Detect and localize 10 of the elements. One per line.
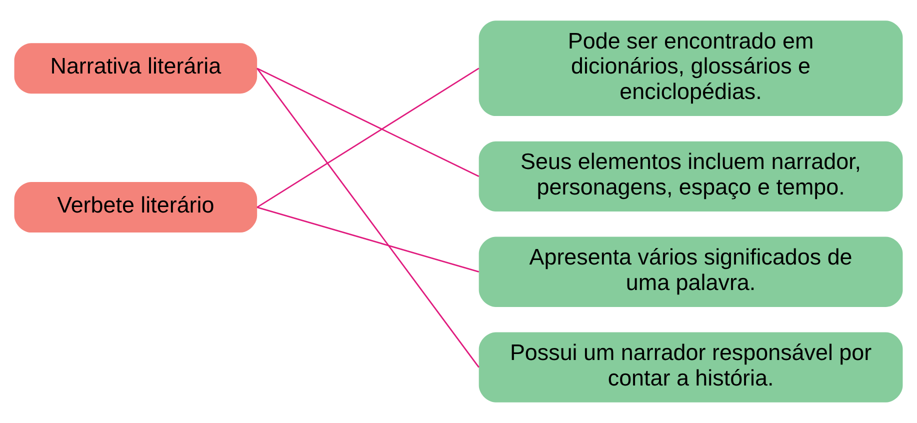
node-box: Possui um narrador responsável por contar a história. [478, 332, 903, 402]
node-box: Seus elementos incluem narrador, personagens, espaço e tempo. [478, 141, 903, 212]
node-box: Apresenta vários significados de uma palavra. [478, 236, 903, 307]
node-box: Pode ser encontrado em dicionários, glossários e enciclopédias. [478, 20, 903, 116]
node-box: Narrativa literária [14, 43, 258, 94]
node-box: Verbete literário [14, 182, 258, 233]
connector [256, 206, 480, 273]
connector [256, 68, 480, 368]
connector [256, 68, 480, 178]
connector [256, 68, 480, 208]
